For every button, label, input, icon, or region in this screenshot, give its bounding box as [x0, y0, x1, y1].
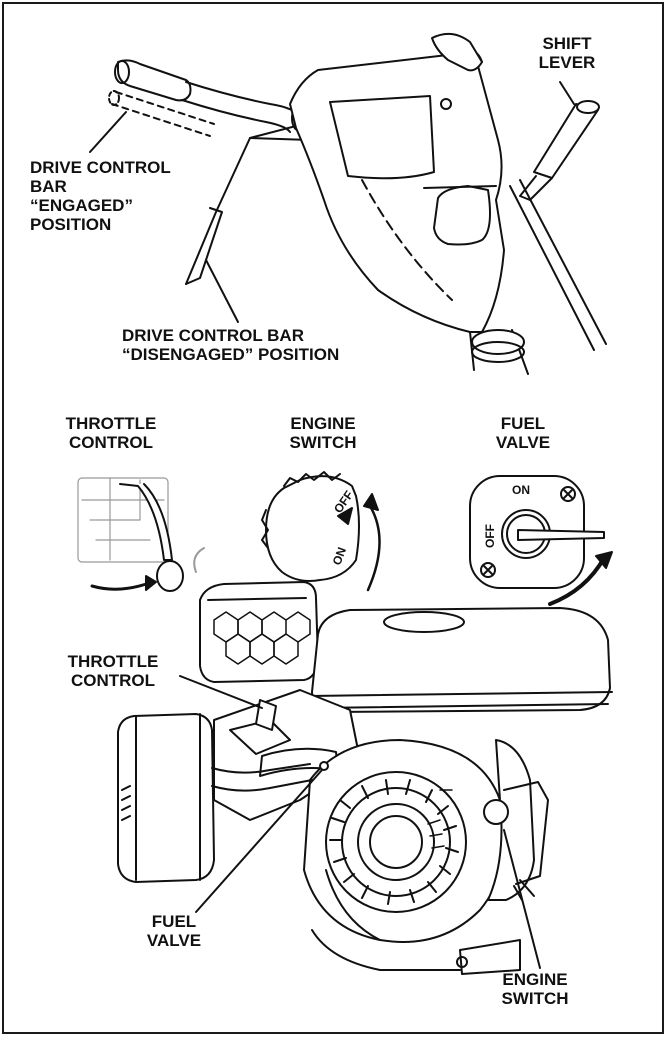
throttle-control-engine-label: THROTTLE CONTROL [67, 652, 159, 690]
engine-switch-illustration [261, 471, 381, 592]
drive-control-bar-engaged-label: DRIVE CONTROL BAR “ENGAGED” POSITION [30, 158, 171, 234]
fuel-on-text: ON [512, 483, 530, 497]
engine-on-text: ON [330, 545, 349, 567]
fuel-off-text: OFF [483, 524, 497, 548]
throttle-control-illustration [77, 477, 205, 592]
handlebar-illustration [89, 32, 607, 375]
engine-switch-top-label: ENGINE SWITCH [289, 414, 357, 452]
engine-illustration [117, 581, 613, 975]
shift-lever-label: SHIFT LEVER [538, 34, 596, 72]
engine-switch-engine-label: ENGINE SWITCH [501, 970, 569, 1008]
drive-control-bar-disengaged-label: DRIVE CONTROL BAR “DISENGAGED” POSITION [122, 326, 340, 364]
fuel-valve-top-label: FUEL VALVE [495, 414, 551, 452]
fuel-valve-engine-label: FUEL VALVE [146, 912, 202, 950]
throttle-control-top-label: THROTTLE CONTROL [65, 414, 157, 452]
fuel-valve-illustration [469, 475, 613, 606]
